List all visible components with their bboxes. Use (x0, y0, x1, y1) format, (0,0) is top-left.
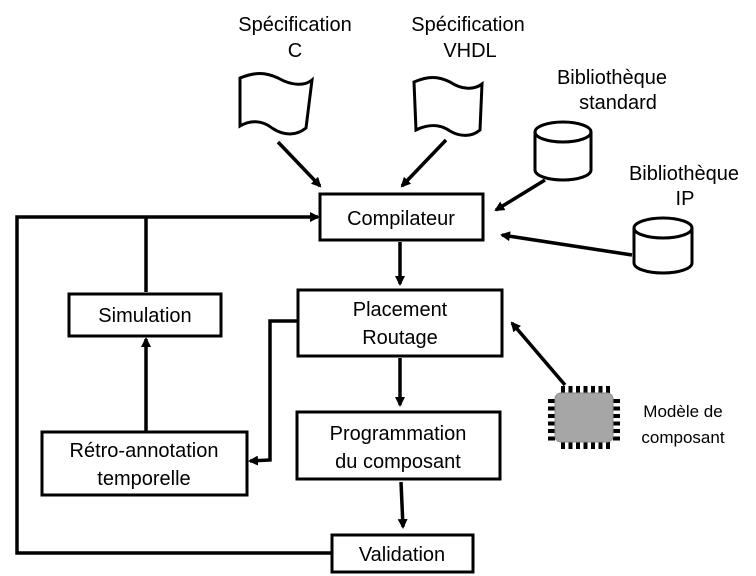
chip-pin (606, 386, 610, 393)
spec-c-document-icon (238, 72, 314, 136)
back-annotation-label-line1: Rétro-annotation (70, 440, 219, 462)
chip-to-place-route-arrow (510, 321, 567, 387)
place-route-label-line1: Placement (353, 299, 448, 321)
component-model-label-line1: Modèle de (643, 402, 722, 421)
simulation-label: Simulation (98, 305, 191, 327)
spec-c-to-compiler-arrow (276, 140, 322, 188)
chip-pin (613, 406, 620, 411)
chip-pin (606, 442, 610, 449)
chip-icon (548, 386, 620, 449)
compiler-label: Compilateur (347, 208, 455, 230)
chip-pin (576, 386, 580, 393)
chip-pin (576, 442, 580, 449)
chip-pin (613, 399, 620, 403)
place-route-label-line2: Routage (362, 327, 438, 349)
chip-pin (548, 436, 555, 441)
compiler-box: Compilateur (318, 192, 485, 242)
validation-label: Validation (359, 544, 445, 566)
validation-box: Validation (330, 533, 475, 574)
chip-pin (548, 406, 555, 411)
chip-pin (598, 386, 603, 393)
spec-c-title: Spécification (238, 14, 351, 36)
lib-ip-subtitle: IP (676, 188, 695, 210)
place-route-to-back-annotation-arrow (248, 319, 298, 466)
spec-c-subtitle: C (288, 40, 302, 62)
chip-pin (598, 442, 603, 449)
chip-pin (561, 386, 565, 393)
spec-vhdl-title: Spécification (411, 14, 524, 36)
chip-pin (583, 442, 588, 449)
programming-label-line1: Programmation (330, 423, 467, 445)
lib-ip-to-compiler-arrow (500, 231, 633, 257)
spec-vhdl-to-compiler-arrow (400, 138, 448, 188)
chip-pin (591, 442, 595, 449)
chip-pin (548, 414, 555, 418)
back-annotation-box: Rétro-annotation temporelle (40, 430, 249, 497)
simulation-box: Simulation (67, 292, 223, 338)
chip-pin (613, 414, 620, 418)
chip-pin (613, 436, 620, 441)
lib-ip-title: Bibliothèque (629, 163, 739, 185)
lib-standard-subtitle: standard (579, 92, 657, 114)
lib-ip-database-icon (632, 216, 694, 275)
place-route-box: Placement Routage (296, 288, 504, 358)
lib-standard-database-icon (533, 120, 593, 182)
programming-label-line2: du composant (335, 451, 461, 473)
back-annotation-label-line2: temporelle (97, 468, 190, 490)
lib-standard-to-compiler-arrow (494, 178, 546, 212)
chip-pin (548, 399, 555, 403)
chip-pin (591, 386, 595, 393)
spec-vhdl-document-icon (412, 76, 484, 137)
validation-feedback-line (15, 212, 332, 555)
chip-pin (613, 429, 620, 433)
chip-pin (561, 442, 565, 449)
programming-to-validation-arrow (397, 481, 408, 529)
chip-pin (613, 421, 620, 426)
lib-standard-title: Bibliothèque (557, 67, 667, 89)
chip-pin (548, 421, 555, 426)
chip-pin (568, 386, 573, 393)
chip-pin (548, 429, 555, 433)
component-model-label-line2: composant (641, 428, 724, 447)
chip-pin (568, 442, 573, 449)
programming-box: Programmation du composant (295, 410, 502, 481)
spec-vhdl-subtitle: VHDL (443, 40, 496, 62)
chip-pin (583, 386, 588, 393)
